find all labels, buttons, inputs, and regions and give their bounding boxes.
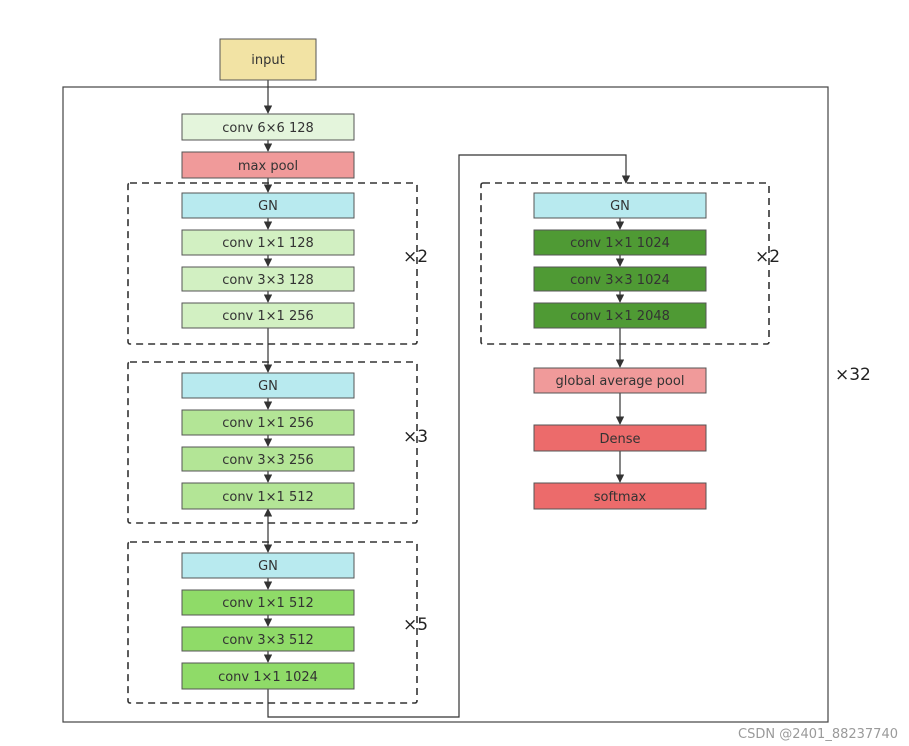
stage2-repeat-label: ×3 <box>403 427 428 447</box>
stage2-conv2-box <box>181 446 355 472</box>
stage3-conv3-label: conv 1×1 1024 <box>218 670 318 685</box>
stage3-conv3-box <box>181 662 355 690</box>
stage3-conv2-label: conv 3×3 512 <box>222 633 314 648</box>
stage1-conv1-label: conv 1×1 128 <box>222 236 314 251</box>
stage3-repeat-label: ×5 <box>403 615 428 635</box>
global-average-pool-label: global average pool <box>556 374 685 389</box>
stem-conv-label: conv 6×6 128 <box>222 121 314 136</box>
global-average-pool-box <box>533 367 707 394</box>
stage3-container <box>127 541 418 704</box>
stage4-repeat-label: ×2 <box>755 247 780 267</box>
max-pool-box <box>181 151 355 179</box>
stage3-conv1-label: conv 1×1 512 <box>222 596 314 611</box>
stage1-conv3-box <box>181 302 355 329</box>
stage4-gn-label: GN <box>610 199 630 214</box>
stage1-gn-box <box>181 192 355 219</box>
stage1-conv3-label: conv 1×1 256 <box>222 309 314 324</box>
input-box <box>219 38 317 81</box>
stage2-conv3-label: conv 1×1 512 <box>222 490 314 505</box>
stage3-conv2-box <box>181 626 355 652</box>
stage1-container <box>127 182 418 345</box>
stage4-conv3-label: conv 1×1 2048 <box>570 309 670 324</box>
connectors <box>263 80 631 718</box>
stage2-conv3-box <box>181 482 355 510</box>
input-label: input <box>251 53 284 68</box>
stage1-gn-label: GN <box>258 199 278 214</box>
stage4-container <box>480 182 770 345</box>
softmax-label: softmax <box>594 490 647 505</box>
watermark: CSDN @2401_88237740 <box>738 727 898 742</box>
stage3-conv1-box <box>181 589 355 616</box>
stage3-gn-label: GN <box>258 559 278 574</box>
stage4-gn-box <box>533 192 707 219</box>
max-pool-label: max pool <box>238 159 298 174</box>
outer-repeat-label: ×32 <box>835 365 871 385</box>
stage4-conv3-box <box>533 302 707 329</box>
stage2-gn-label: GN <box>258 379 278 394</box>
stem-conv-box <box>181 113 355 141</box>
dense-label: Dense <box>599 432 640 447</box>
stage4-conv2-label: conv 3×3 1024 <box>570 273 670 288</box>
stage4-conv1-box <box>533 229 707 256</box>
softmax-box <box>533 482 707 510</box>
stage1-repeat-label: ×2 <box>403 247 428 267</box>
arrow-s3-to-s4 <box>267 154 631 718</box>
stage1-conv2-box <box>181 266 355 292</box>
stage1-conv2-label: conv 3×3 128 <box>222 273 314 288</box>
stage4-conv2-box <box>533 266 707 292</box>
stage2-conv1-label: conv 1×1 256 <box>222 416 314 431</box>
outer-frame <box>62 86 829 723</box>
stage4-conv1-label: conv 1×1 1024 <box>570 236 670 251</box>
stage2-conv1-box <box>181 409 355 436</box>
stage2-container <box>127 361 418 524</box>
stage1-conv1-box <box>181 229 355 256</box>
stage2-conv2-label: conv 3×3 256 <box>222 453 314 468</box>
stage2-gn-box <box>181 372 355 399</box>
stage3-gn-box <box>181 552 355 579</box>
dense-box <box>533 424 707 452</box>
